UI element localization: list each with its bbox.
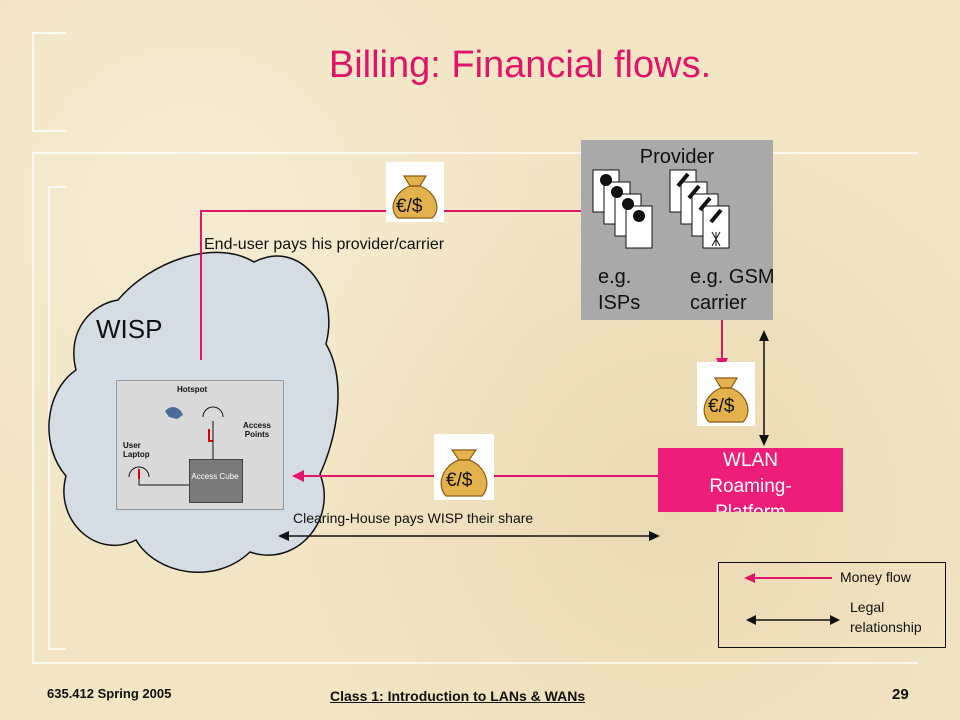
slide-title: Billing: Financial flows. [328, 44, 712, 86]
decorative-frame-top [32, 32, 66, 132]
access-points-label: Access Points [242, 421, 272, 439]
legend-box [718, 562, 946, 648]
gsm-label-line2: carrier [690, 292, 747, 314]
decorative-frame-main [32, 152, 918, 664]
money-bag-icon [386, 162, 444, 222]
wlan-roaming-platform-box: WLAN Roaming- Platform [658, 448, 843, 512]
money-bag-label: €/$ [708, 396, 735, 417]
wlan-label-line1: WLAN [723, 450, 778, 471]
legal-arrowhead-top [759, 330, 769, 341]
footer-class: Class 1: Introduction to LANs & WANs [330, 688, 586, 704]
footer-page-number: 29 [892, 686, 909, 703]
isp-server-icons [592, 169, 653, 249]
legend-legal-arrowhead-right [830, 615, 840, 625]
wisp-label: WISP [96, 314, 163, 344]
enduser-pays-label: End-user pays his provider/carrier [204, 236, 445, 253]
provider-gsm-label: e.g. GSM carrier [690, 264, 774, 316]
provider-isp-label: e.g. ISPs [598, 264, 640, 316]
legend-legal-line1: Legal [850, 599, 885, 615]
hotspot-illustration: Hotspot Access Points User Laptop Access… [116, 380, 284, 510]
user-laptop-label: User Laptop [123, 441, 150, 459]
legend-legal-arrowhead-left [746, 615, 756, 625]
legend-money-flow-label: Money flow [840, 569, 911, 585]
money-bag-icon [434, 434, 494, 500]
isp-label-line1: e.g. [598, 266, 632, 288]
access-cube-box [189, 459, 243, 503]
legal-arrowhead-right [649, 531, 660, 541]
provider-title: Provider [639, 146, 715, 168]
access-cube-label: Access Cube [191, 472, 239, 481]
clearing-house-label: Clearing-House pays WISP their share [293, 510, 534, 526]
legal-arrowhead-left [278, 531, 289, 541]
legend-money-arrowhead [744, 573, 755, 583]
money-bag-label: €/$ [446, 470, 473, 491]
money-flow-enduser-line [200, 210, 588, 360]
legend-legal-line2: relationship [850, 619, 922, 635]
gsm-label-line1: e.g. GSM [690, 266, 775, 288]
gsm-tower-icons [669, 169, 730, 249]
footer-course: 635.412 Spring 2005 [47, 686, 172, 701]
legend-legal-label: Legal relationship [850, 597, 922, 637]
legal-arrowhead-bottom [759, 435, 769, 446]
money-flow-clearing-arrowhead [292, 470, 304, 482]
wlan-label-line2: Roaming- [709, 476, 792, 497]
isp-label-line2: ISPs [598, 292, 641, 314]
hotspot-title: Hotspot [177, 385, 208, 394]
money-bag-label: €/$ [396, 196, 423, 217]
hotspot-lines [128, 406, 224, 486]
money-bag-icon [697, 362, 755, 426]
wlan-label-line3: Platform [658, 500, 843, 512]
